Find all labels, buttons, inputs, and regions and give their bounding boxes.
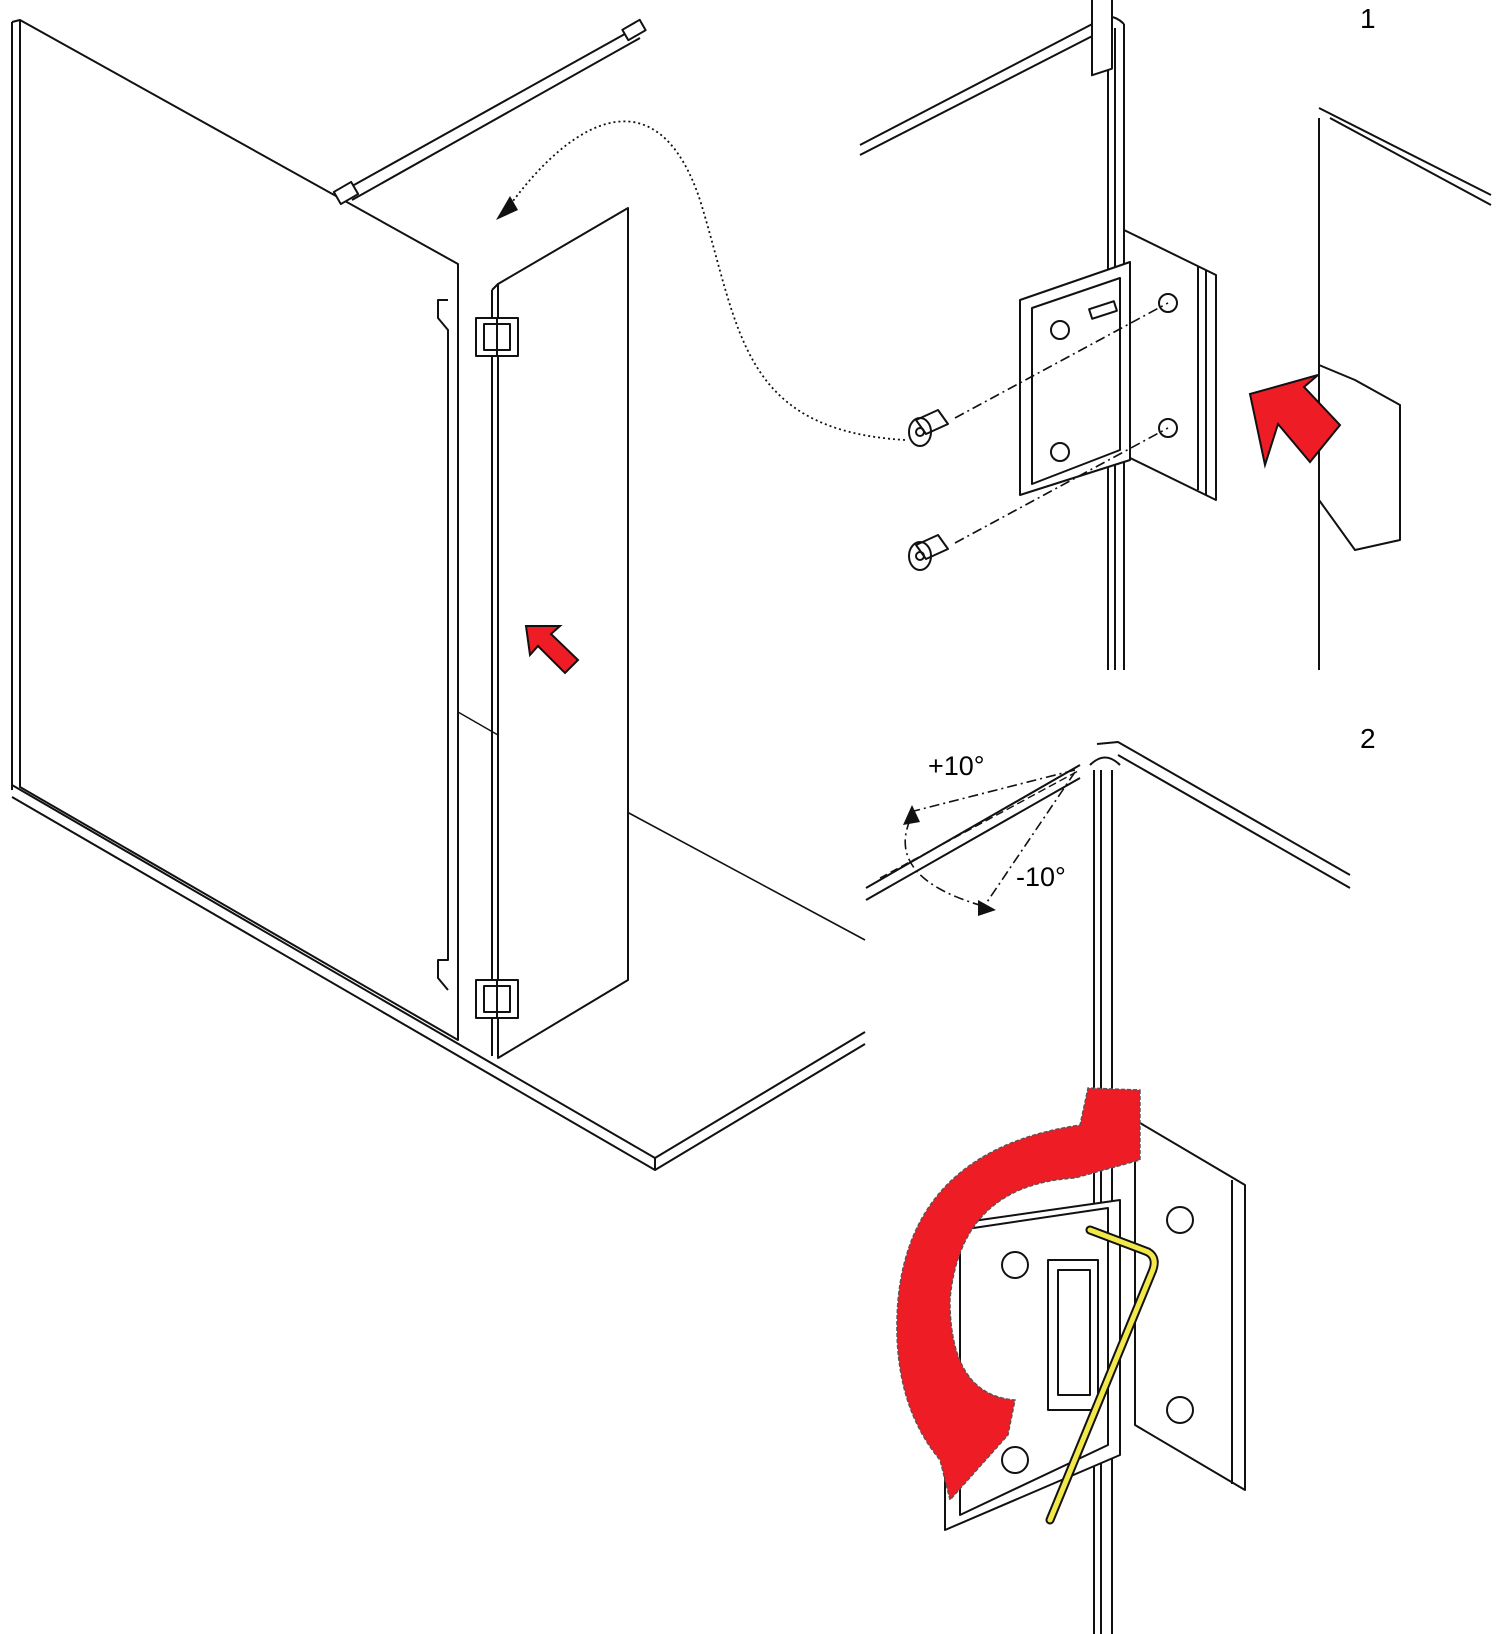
stabiliser-bar: [332, 18, 647, 206]
door-glass-panel: [457, 207, 629, 1059]
floor-tray: [11, 784, 866, 1171]
rotate-arrow: [896, 1087, 1141, 1502]
push-arrow-small: [524, 625, 580, 675]
dotted-guide-path: [509, 120, 906, 441]
insertion-line-upper: [954, 302, 1169, 419]
angle-arc: [904, 819, 991, 909]
step-number-1: 1: [1360, 3, 1376, 34]
hinge-top: [475, 317, 519, 357]
enclosure-overview: [11, 18, 906, 1171]
fixed-glass-panel: [11, 19, 459, 1041]
angle-minus-label: -10°: [1016, 862, 1066, 892]
angle-plus-label: +10°: [928, 751, 985, 781]
allen-key: [1045, 1225, 1159, 1525]
screw-upper: [908, 409, 949, 447]
step2-detail: [865, 741, 1351, 1634]
hinge-bottom: [475, 979, 519, 1019]
push-arrow-large: [1248, 374, 1342, 469]
step1-detail: [859, 0, 1492, 670]
step-number-2: 2: [1360, 723, 1376, 754]
fixed-panel-edge: [1318, 107, 1492, 670]
insertion-line-lower: [954, 427, 1169, 544]
hinge-plate-open: [1019, 0, 1217, 501]
screw-lower: [908, 534, 949, 571]
guide-arrowhead: [496, 196, 518, 220]
